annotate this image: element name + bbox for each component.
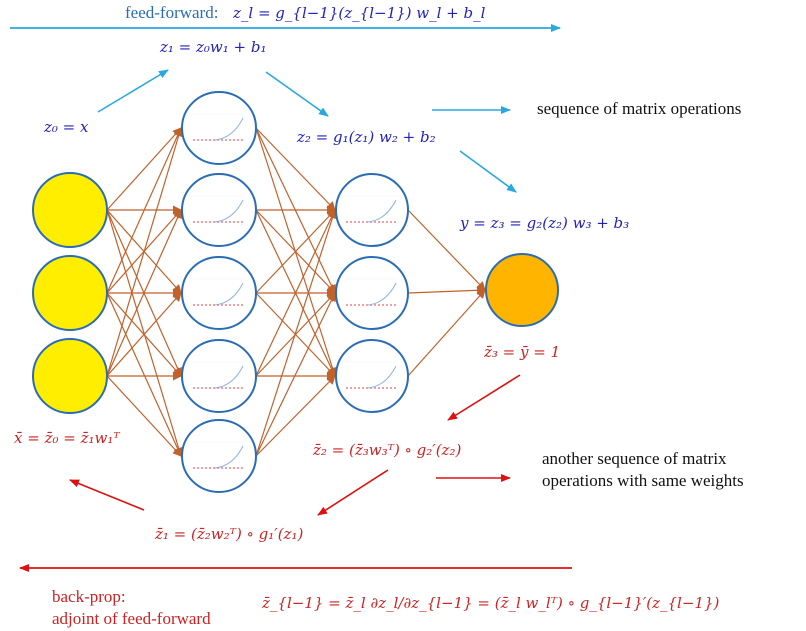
equation-y: y = z₃ = g₂(z₂) w₃ + b₃ (459, 214, 629, 232)
connection-l0-2-to-2 (106, 292, 182, 377)
equation-z0: z₀ = x (43, 118, 89, 136)
connection-l0-2-to-0 (106, 127, 184, 377)
backward-arrow-z1-x (69, 479, 145, 511)
connection-l0-0-to-4 (106, 209, 184, 457)
input-node-2 (32, 255, 108, 331)
connection-l0-0-to-0 (106, 127, 182, 211)
forward-arrow-z0-z1 (97, 69, 169, 113)
activation-curve-icon (346, 278, 398, 306)
input-node-1 (32, 172, 108, 248)
feed-forward-label: feed-forward: (125, 3, 218, 22)
equation-z1: z₁ = z₀w₁ + b₁ (159, 38, 267, 56)
connection-l0-2-to-4 (106, 375, 182, 457)
nodes-layer (32, 91, 559, 493)
connection-l2-0-to-0 (407, 209, 486, 291)
hidden-node-l2-1 (335, 173, 409, 247)
forward-arrow-z1-z2 (265, 71, 329, 117)
backprop-sublabel: adjoint of feed-forward (52, 609, 211, 628)
connection-l1-2-to-0 (255, 209, 336, 294)
hidden-node-l2-2 (335, 256, 409, 330)
activation-curve-icon (193, 195, 245, 223)
hidden-node-l1-5 (181, 419, 257, 493)
equation-z3-bar: z̄₃ = ȳ = 1 (483, 343, 560, 361)
connection-l1-4-to-0 (255, 209, 337, 457)
connection-l1-0-to-0 (255, 127, 336, 211)
equation-z2-bar: z̄₂ = (z̄₃w₃ᵀ) ∘ g₂′(z₂) (312, 441, 461, 459)
connection-l0-2-to-1 (106, 209, 182, 377)
backward-note-line2: operations with same weights (542, 471, 744, 490)
connection-l0-1-to-0 (106, 127, 182, 294)
activation-curve-icon (346, 195, 398, 223)
output-node (485, 253, 559, 327)
connection-l2-2-to-0 (407, 289, 486, 377)
forward-arrow-z2-y (459, 150, 517, 193)
hidden-node-l1-2 (181, 173, 257, 247)
connection-l1-4-to-1 (255, 292, 336, 457)
connection-l1-4-to-2 (255, 375, 336, 457)
activation-curve-icon (193, 361, 245, 389)
equation-general-adjoint: z̄_{l−1} = z̄_l ∂z_l/∂z_{l−1} = (z̄_l w_… (261, 594, 719, 612)
equation-x-bar: x̄ = z̄₀ = z̄₁w₁ᵀ (14, 429, 120, 447)
activation-curve-icon (346, 361, 398, 389)
activation-curve-icon (193, 441, 245, 469)
activation-curve-icon (193, 278, 245, 306)
connections-layer (106, 127, 486, 457)
connection-l2-1-to-0 (407, 285, 486, 295)
equation-z1-bar: z̄₁ = (z̄₂w₂ᵀ) ∘ g₁′(z₁) (154, 525, 303, 543)
hidden-node-l1-4 (181, 339, 257, 413)
hidden-node-l2-3 (335, 339, 409, 413)
hidden-node-l1-3 (181, 256, 257, 330)
forward-note: sequence of matrix operations (537, 99, 741, 118)
connection-l0-1-to-4 (106, 292, 182, 457)
equation-z2: z₂ = g₁(z₁) w₂ + b₂ (296, 128, 436, 146)
backprop-label: back-prop: (52, 587, 126, 606)
activation-curve-icon (193, 113, 245, 141)
feed-forward-equation: z_l = g_{l−1}(z_{l−1}) w_l + b_l (232, 4, 486, 22)
backward-arrow-z3-z2 (447, 374, 521, 421)
connection-l1-3-to-0 (255, 209, 336, 377)
input-node-3 (32, 338, 108, 414)
hidden-node-l1-1 (181, 91, 257, 165)
backward-arrow-z2-z1 (317, 469, 389, 516)
backward-note-line1: another sequence of matrix (542, 449, 727, 468)
